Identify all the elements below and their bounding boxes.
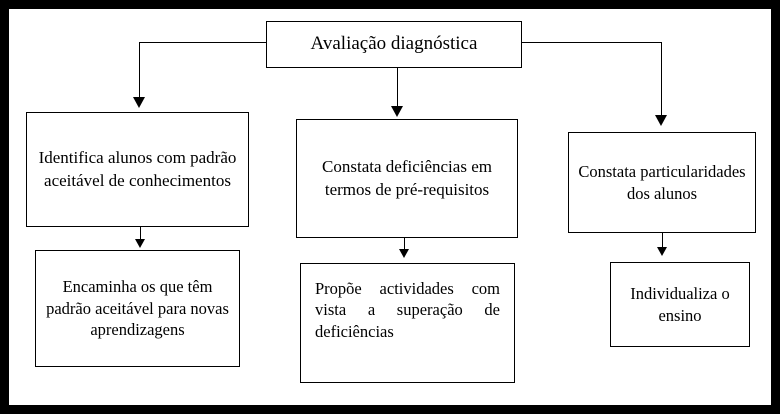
- connector-drop-left-vertical: [140, 227, 141, 241]
- node-label: Constata deficiências em termos de pré-r…: [322, 157, 492, 199]
- node-propoe-actividades[interactable]: Propõe actividades com vista a superação…: [300, 263, 515, 383]
- node-identifica-alunos[interactable]: Identifica alunos com padrão aceitável d…: [26, 112, 249, 227]
- node-constata-deficiencias[interactable]: Constata deficiências em termos de pré-r…: [296, 119, 518, 238]
- node-avaliacao-diagnostica[interactable]: Avaliação diagnóstica: [266, 21, 522, 68]
- node-label: Propõe actividades com vista a superação…: [315, 279, 500, 341]
- node-label: Encaminha os que têm padrão aceitável pa…: [46, 277, 229, 340]
- node-individualiza-ensino[interactable]: Individualiza o ensino: [610, 262, 750, 347]
- node-encaminha-os-que[interactable]: Encaminha os que têm padrão aceitável pa…: [35, 250, 240, 367]
- connector-branch-right-horizontal: [521, 42, 662, 43]
- node-label: Identifica alunos com padrão aceitável d…: [38, 148, 237, 190]
- node-label: Constata particularidades dos alunos: [578, 162, 746, 203]
- node-label: Individualiza o ensino: [630, 284, 730, 325]
- node-constata-particularidades[interactable]: Constata particularidades dos alunos: [568, 132, 756, 233]
- connector-branch-right-vertical: [661, 42, 662, 117]
- connector-branch-left-vertical: [139, 42, 140, 98]
- connector-drop-left-arrowhead: [135, 239, 145, 248]
- node-label: Avaliação diagnóstica: [310, 33, 478, 55]
- connector-drop-right-vertical: [662, 233, 663, 249]
- connector-branch-left-horizontal: [139, 42, 267, 43]
- connector-branch-left-arrowhead: [133, 97, 145, 108]
- connector-branch-right-arrowhead: [655, 115, 667, 126]
- connector-drop-right-arrowhead: [657, 247, 667, 256]
- connector-drop-center-arrowhead: [399, 249, 409, 258]
- connector-branch-center-vertical: [397, 68, 398, 109]
- connector-branch-center-arrowhead: [391, 106, 403, 117]
- connector-drop-center-vertical: [404, 238, 405, 251]
